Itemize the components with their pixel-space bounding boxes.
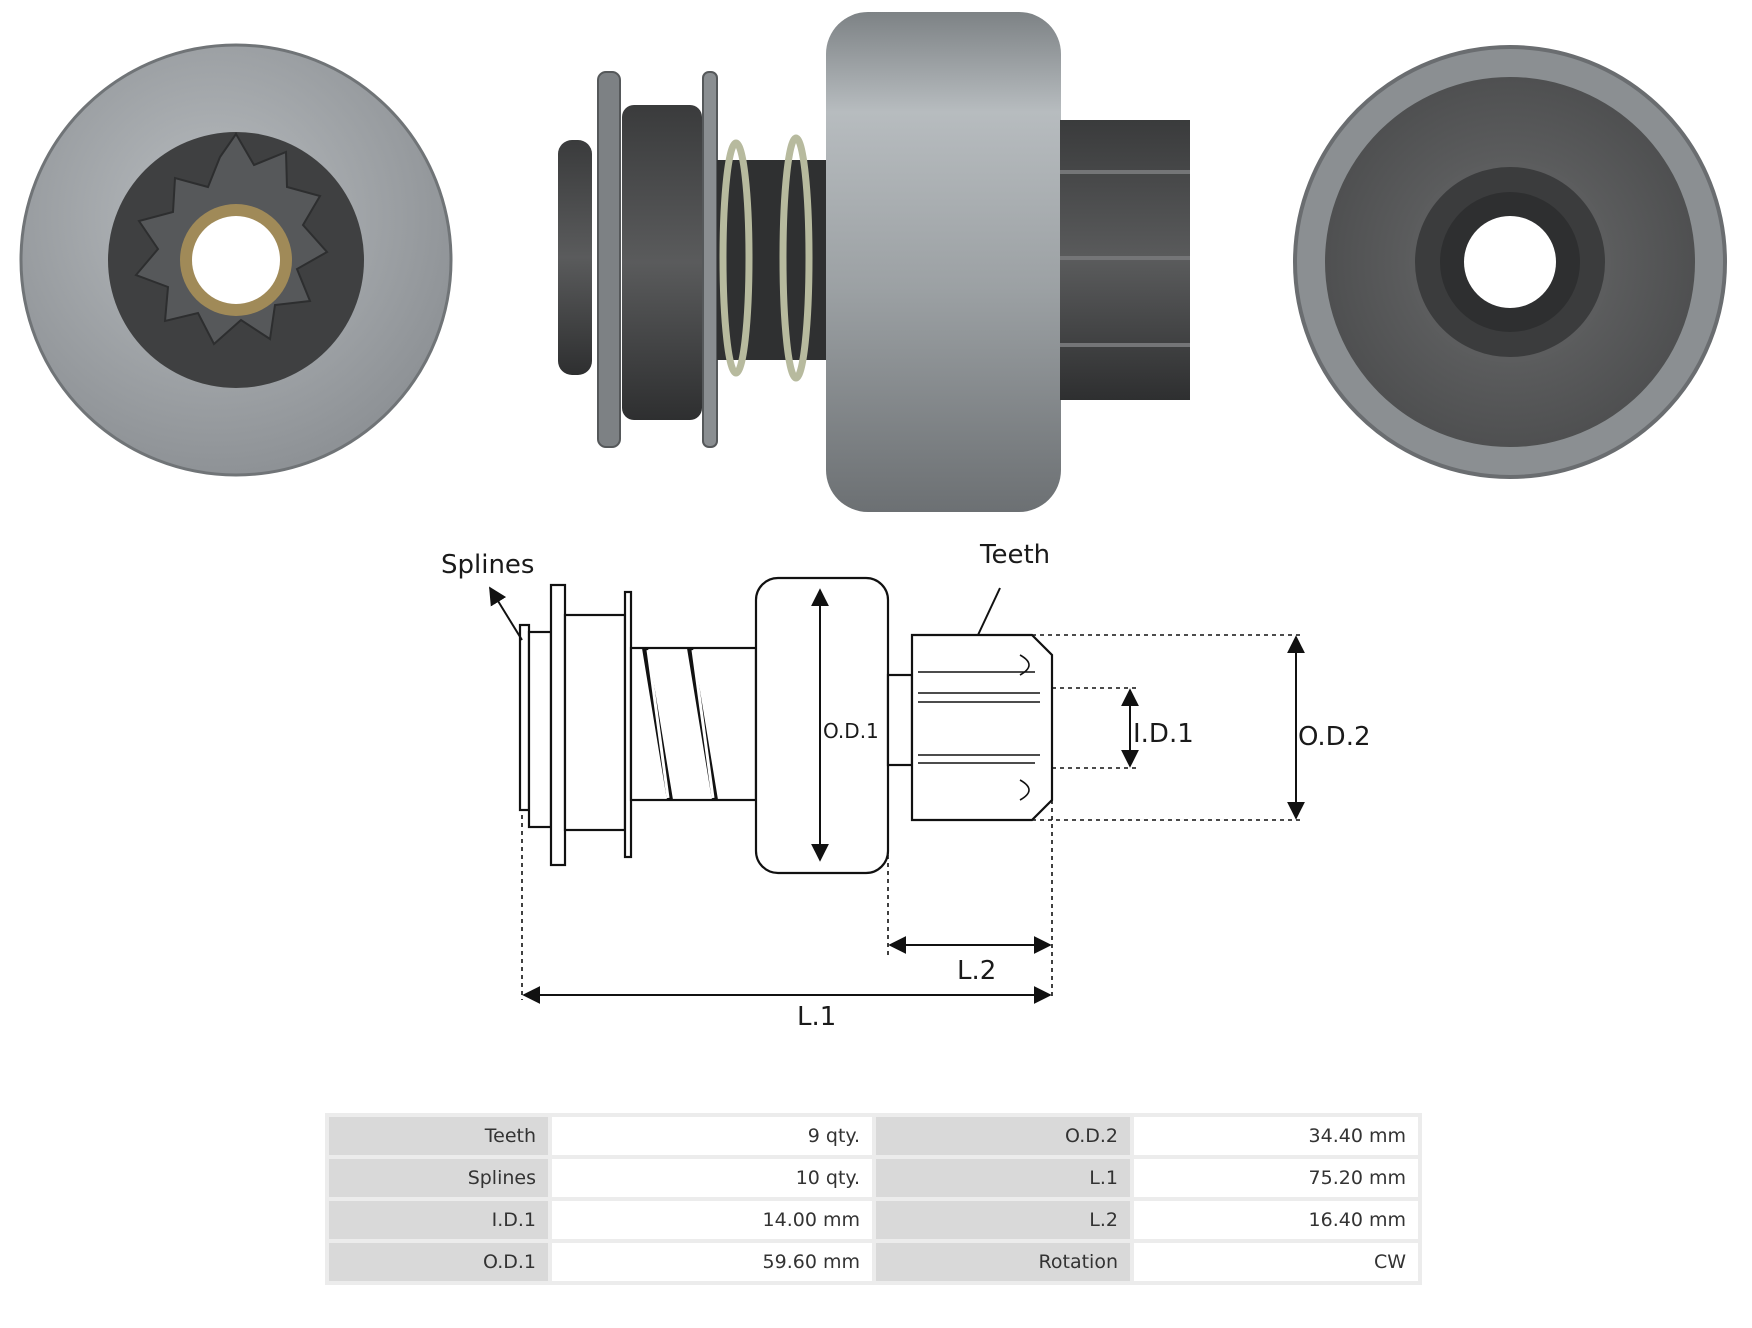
rear-view-photo	[1293, 45, 1727, 479]
product-photos	[19, 12, 1727, 512]
spec-value: 9 qty.	[552, 1117, 872, 1155]
spec-label: O.D.1	[329, 1243, 548, 1281]
table-row: Splines 10 qty. L.1 75.20 mm	[329, 1159, 1418, 1197]
teeth-callout: Teeth	[979, 540, 1050, 570]
spec-label: Splines	[329, 1159, 548, 1197]
spec-value: 14.00 mm	[552, 1201, 872, 1239]
l2-label: L.2	[957, 956, 996, 986]
spec-value: CW	[1134, 1243, 1418, 1281]
spec-table: Teeth 9 qty. O.D.2 34.40 mm Splines 10 q…	[325, 1113, 1422, 1285]
side-view-photo	[558, 12, 1190, 512]
spec-value: 16.40 mm	[1134, 1201, 1418, 1239]
table-row: Teeth 9 qty. O.D.2 34.40 mm	[329, 1117, 1418, 1155]
spec-label: I.D.1	[329, 1201, 548, 1239]
spec-value: 59.60 mm	[552, 1243, 872, 1281]
table-row: I.D.1 14.00 mm L.2 16.40 mm	[329, 1201, 1418, 1239]
id1-label: I.D.1	[1133, 719, 1194, 749]
spec-value: 34.40 mm	[1134, 1117, 1418, 1155]
drive-outline	[518, 576, 1054, 875]
front-view-photo	[19, 43, 453, 477]
spec-value: 75.20 mm	[1134, 1159, 1418, 1197]
od2-label: O.D.2	[1298, 722, 1371, 752]
od1-label: O.D.1	[823, 719, 879, 743]
spec-label: O.D.2	[876, 1117, 1130, 1155]
spring-icon	[719, 134, 813, 382]
spec-value: 10 qty.	[552, 1159, 872, 1197]
table-row: O.D.1 59.60 mm Rotation CW	[329, 1243, 1418, 1281]
spec-label: L.1	[876, 1159, 1130, 1197]
spec-label: L.2	[876, 1201, 1130, 1239]
spec-label: Teeth	[329, 1117, 548, 1155]
spec-label: Rotation	[876, 1243, 1130, 1281]
l1-label: L.1	[797, 1002, 836, 1032]
splines-callout: Splines	[441, 550, 534, 580]
